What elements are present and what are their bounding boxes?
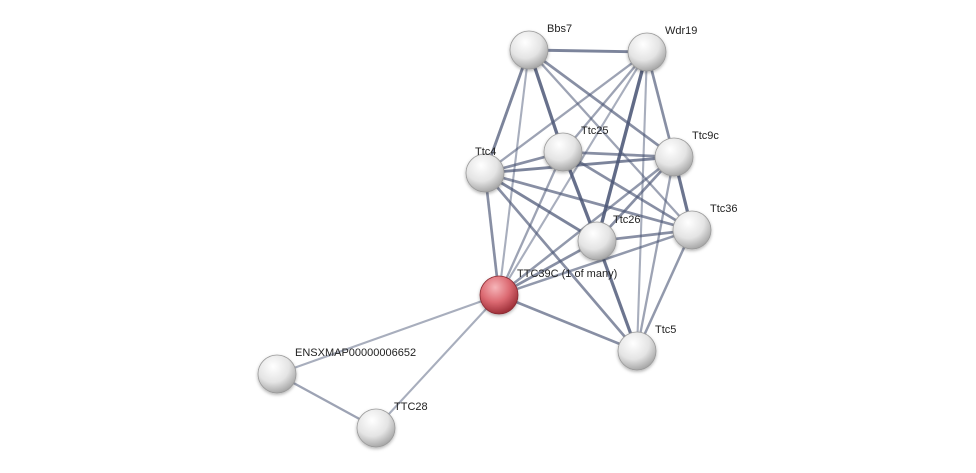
node-label: TTC39C (1 of many): [517, 268, 617, 280]
edge-Ttc9c-Ttc5[interactable]: [635, 156, 676, 352]
node-sphere[interactable]: [672, 210, 712, 250]
node-label: Ttc5: [655, 324, 676, 336]
node-ttc36[interactable]: Ttc36: [672, 203, 738, 250]
edge-Ttc4-TTC39C[interactable]: [483, 172, 501, 296]
node-label: Bbs7: [547, 23, 572, 35]
edge-Wdr19-Ttc26[interactable]: [595, 51, 649, 242]
node-sphere[interactable]: [356, 408, 396, 448]
node-sphere[interactable]: [617, 331, 657, 371]
node-sphere[interactable]: [627, 32, 667, 72]
node-sphere[interactable]: [479, 275, 519, 315]
edge-Wdr19-Ttc25[interactable]: [562, 51, 648, 153]
node-label: Wdr19: [665, 25, 697, 37]
node-ttc25[interactable]: Ttc25: [543, 125, 609, 172]
node-ttc28[interactable]: TTC28: [356, 401, 428, 448]
node-ttc26[interactable]: Ttc26: [577, 214, 641, 261]
edge-TTC39C-TTC28[interactable]: [375, 294, 500, 429]
node-sphere[interactable]: [654, 137, 694, 177]
edges-layer: [276, 48, 694, 430]
node-ttc5[interactable]: Ttc5: [617, 324, 676, 371]
node-ttc39c[interactable]: TTC39C (1 of many): [479, 268, 617, 315]
edge-Wdr19-Ttc5[interactable]: [635, 51, 649, 352]
node-ttc4[interactable]: Ttc4: [465, 146, 505, 193]
edge-Ttc36-Ttc5[interactable]: [635, 229, 694, 352]
edge-Bbs7-Wdr19[interactable]: [528, 48, 648, 54]
edge-Bbs7-Ttc4[interactable]: [483, 49, 531, 174]
edge-Wdr19-Ttc4[interactable]: [484, 51, 648, 174]
node-ttc9c[interactable]: Ttc9c: [654, 130, 719, 177]
edge-Ttc36-TTC39C[interactable]: [498, 228, 693, 297]
node-wdr19[interactable]: Wdr19: [627, 25, 697, 72]
edge-TTC39C-Ttc5[interactable]: [498, 293, 638, 353]
node-label: Ttc9c: [692, 130, 719, 142]
edge-Ttc25-TTC39C[interactable]: [497, 151, 565, 296]
node-label: Ttc36: [710, 203, 738, 215]
node-label: Ttc26: [613, 214, 641, 226]
node-sphere[interactable]: [465, 153, 505, 193]
node-label: ENSXMAP00000006652: [295, 347, 416, 359]
edge-Ttc25-Ttc36[interactable]: [562, 150, 693, 232]
edge-Ttc4-Ttc26[interactable]: [484, 171, 598, 243]
edge-TTC39C-ENSXMAP[interactable]: [276, 294, 500, 375]
node-sphere[interactable]: [509, 30, 549, 70]
edge-Bbs7-TTC39C[interactable]: [497, 49, 531, 296]
edge-Ttc4-Ttc36[interactable]: [484, 171, 693, 232]
node-sphere[interactable]: [257, 354, 297, 394]
node-label: Ttc25: [581, 125, 609, 137]
node-sphere[interactable]: [577, 221, 617, 261]
node-ensxmap[interactable]: ENSXMAP00000006652: [257, 347, 416, 394]
node-bbs7[interactable]: Bbs7: [509, 23, 572, 70]
node-sphere[interactable]: [543, 132, 583, 172]
node-label: Ttc4: [475, 146, 496, 158]
edge-Bbs7-Ttc9c[interactable]: [528, 48, 675, 159]
node-label: TTC28: [394, 401, 428, 413]
edge-Ttc4-Ttc9c[interactable]: [484, 155, 675, 175]
edge-Wdr19-TTC39C[interactable]: [498, 51, 648, 296]
